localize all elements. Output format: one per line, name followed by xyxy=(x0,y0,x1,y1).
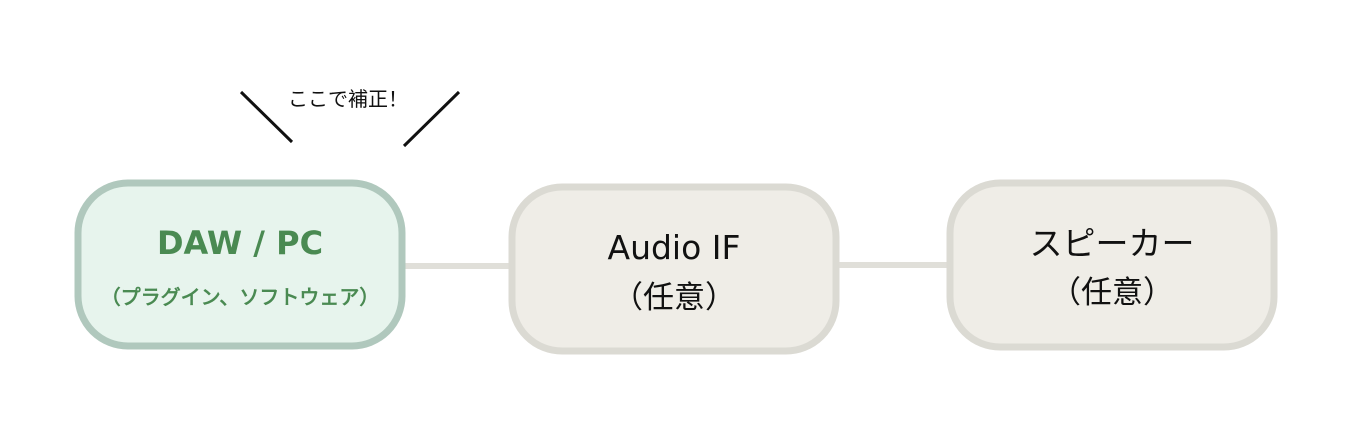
node-daw-pc-box xyxy=(74,179,406,350)
node-daw-pc-subtitle: （プラグイン、ソフトウェア） xyxy=(101,285,380,309)
node-daw-pc: DAW / PC （プラグイン、ソフトウェア） xyxy=(74,179,406,350)
annotation-text: ここで補正！ xyxy=(288,87,408,111)
node-audio-if-title: Audio IF xyxy=(608,228,741,267)
node-speaker-title: スピーカー xyxy=(1030,224,1195,263)
node-daw-pc-title: DAW / PC xyxy=(157,224,323,262)
node-speaker-box xyxy=(946,179,1278,351)
node-audio-if-subtitle: （任意） xyxy=(612,280,736,316)
annotation-right-stroke xyxy=(402,90,461,148)
node-audio-if-box xyxy=(508,183,840,355)
node-speaker-subtitle: （任意） xyxy=(1050,275,1174,311)
node-audio-if: Audio IF （任意） xyxy=(508,183,840,355)
annotation-left-stroke xyxy=(239,90,294,144)
node-speaker: スピーカー （任意） xyxy=(946,179,1278,351)
